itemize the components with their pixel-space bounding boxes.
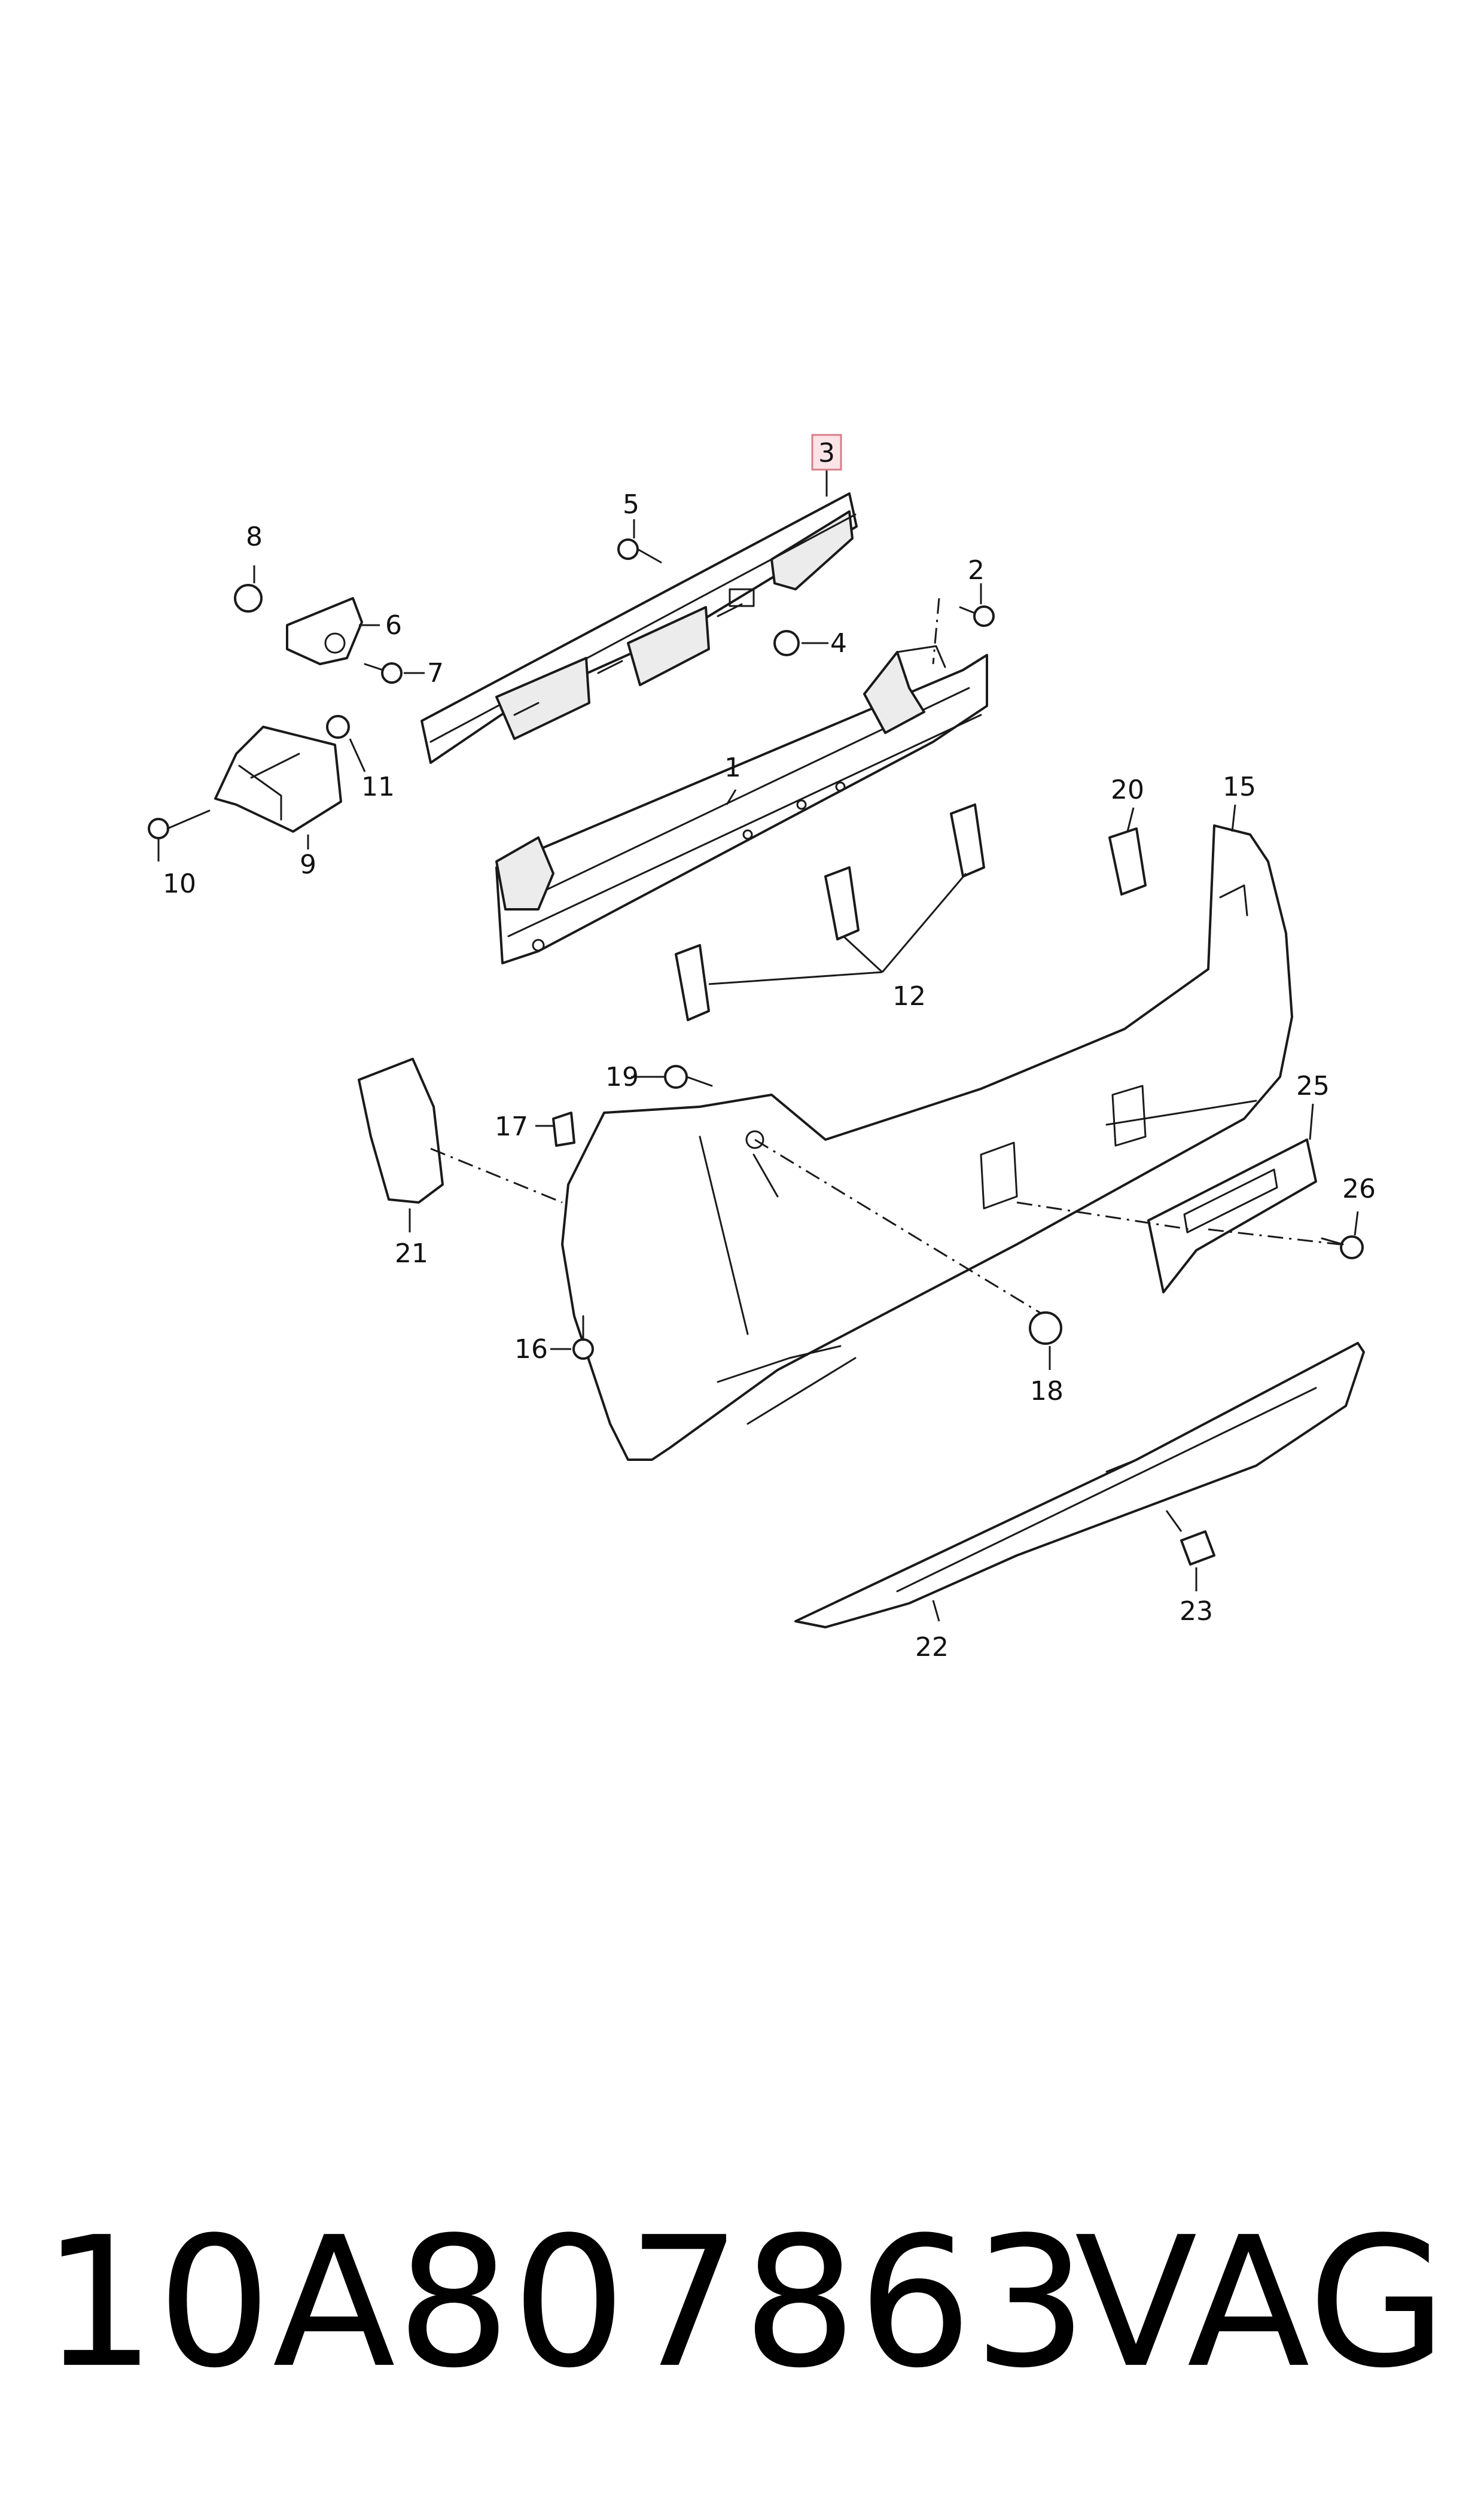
part-number: 10A807863 bbox=[42, 2199, 1089, 2407]
callout-5: 5 bbox=[623, 489, 639, 520]
callout-11: 11 bbox=[361, 772, 395, 802]
callout-3-highlight bbox=[811, 434, 842, 471]
callout-25: 25 bbox=[1296, 1071, 1330, 1101]
callout-12: 12 bbox=[892, 981, 926, 1012]
bumper-cover-part-15 bbox=[561, 824, 1293, 1461]
callout-23: 23 bbox=[1180, 1596, 1213, 1627]
callout-3: 3 bbox=[818, 438, 835, 468]
callout-7: 7 bbox=[427, 658, 444, 689]
callout-17: 17 bbox=[495, 1112, 528, 1142]
callout-9: 9 bbox=[300, 850, 316, 880]
callout-10: 10 bbox=[163, 869, 196, 899]
bumper-beam-part-1 bbox=[495, 645, 988, 964]
guide-bracket-part-9 bbox=[214, 726, 342, 833]
callout-21: 21 bbox=[395, 1238, 428, 1269]
energy-absorber-part-3 bbox=[420, 492, 858, 764]
brand-label: VAG bbox=[1074, 2199, 1448, 2407]
callout-6: 6 bbox=[385, 610, 402, 641]
callout-26: 26 bbox=[1342, 1174, 1376, 1204]
bracket-part-6 bbox=[286, 597, 363, 665]
callout-2: 2 bbox=[968, 555, 985, 586]
callout-20: 20 bbox=[1111, 775, 1144, 805]
callout-4: 4 bbox=[830, 628, 847, 659]
callout-16: 16 bbox=[514, 1334, 548, 1365]
callout-15: 15 bbox=[1223, 772, 1256, 802]
clips-part-12 bbox=[675, 803, 985, 1021]
callout-19: 19 bbox=[605, 1062, 639, 1092]
callout-8: 8 bbox=[246, 522, 263, 552]
callout-labels: 1 2 3 4 5 6 7 8 9 10 11 12 15 16 17 18 1… bbox=[163, 438, 1376, 1663]
tow-cover-part-21 bbox=[358, 1058, 444, 1204]
callout-1: 1 bbox=[724, 753, 741, 783]
callout-18: 18 bbox=[1030, 1376, 1064, 1406]
diffuser-trim-part-22 bbox=[794, 1342, 1365, 1628]
plate-bracket-part-25 bbox=[1147, 1138, 1317, 1293]
assembly-lines bbox=[430, 598, 1340, 1314]
leader-lines bbox=[157, 470, 1359, 1622]
fasteners bbox=[148, 538, 1364, 1566]
callout-22: 22 bbox=[915, 1632, 949, 1663]
